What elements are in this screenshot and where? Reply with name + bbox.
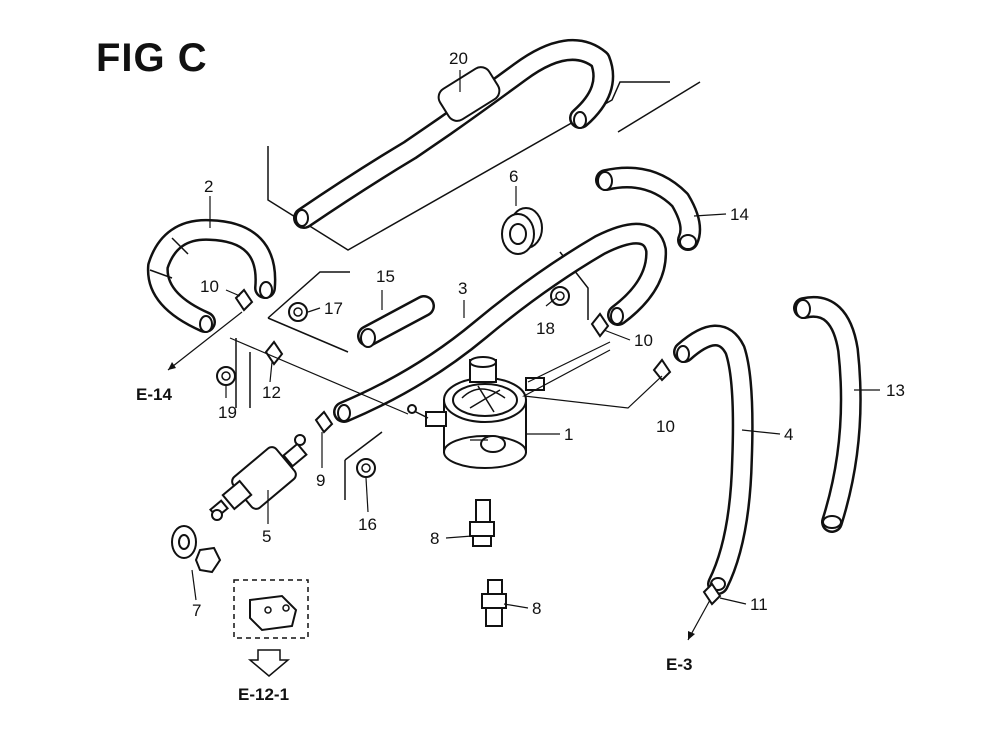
part-3-hose[interactable] — [333, 222, 668, 423]
figure-title: FIG C — [96, 36, 208, 80]
reference-leader-e3 — [687, 599, 711, 641]
part-2-hose[interactable] — [146, 218, 277, 333]
callout-19: 19 — [218, 403, 237, 422]
part-5-inline-filter[interactable] — [209, 434, 308, 521]
reference-leader-e14 — [167, 311, 243, 371]
callout-13: 13 — [886, 381, 905, 400]
part-16-clip[interactable] — [356, 458, 376, 478]
callout-16: 16 — [358, 515, 377, 534]
part-8-bolt-upper[interactable] — [469, 499, 495, 547]
part-7-nut[interactable] — [171, 525, 222, 574]
callout-14: 14 — [730, 205, 749, 224]
reference-e12-1[interactable]: E-12-1 — [238, 685, 289, 704]
callout-10-a: 10 — [200, 277, 219, 296]
callout-15: 15 — [376, 267, 395, 286]
callout-10-b: 10 — [634, 331, 653, 350]
callout-18: 18 — [536, 319, 555, 338]
callout-3: 3 — [458, 279, 467, 298]
part-4-hose[interactable] — [673, 324, 754, 595]
callout-20: 20 — [449, 49, 468, 68]
part-1-filter-housing[interactable] — [407, 356, 545, 469]
part-20-hose[interactable] — [293, 38, 615, 229]
part-10-clamp-a[interactable] — [234, 288, 254, 312]
bracket-reference-box[interactable] — [233, 579, 309, 639]
part-19-clip[interactable] — [216, 366, 236, 386]
callout-10-c: 10 — [656, 417, 675, 436]
callout-9: 9 — [316, 471, 325, 490]
callout-11: 11 — [750, 595, 768, 614]
reference-e3[interactable]: E-3 — [666, 655, 692, 674]
part-13-hose[interactable] — [793, 295, 862, 533]
part-18-clip[interactable] — [550, 286, 570, 306]
callout-17: 17 — [324, 299, 343, 318]
callout-8-a: 8 — [430, 529, 439, 548]
part-10-clamp-c[interactable] — [652, 358, 672, 382]
part-12-clamp[interactable] — [264, 340, 284, 366]
part-15-tube[interactable] — [357, 295, 435, 348]
callout-2: 2 — [204, 177, 213, 196]
callout-5: 5 — [262, 527, 271, 546]
callout-8-b: 8 — [532, 599, 541, 618]
part-14-hose[interactable] — [595, 166, 702, 251]
part-8-bolt-lower[interactable] — [481, 579, 507, 627]
callout-6: 6 — [509, 167, 518, 186]
leader-lines — [191, 70, 880, 609]
part-10-clamp-b[interactable] — [590, 312, 610, 338]
callout-1: 1 — [564, 425, 573, 444]
callout-7: 7 — [192, 601, 201, 620]
part-9-clamp[interactable] — [314, 410, 334, 434]
part-17-clip[interactable] — [288, 302, 308, 322]
reference-arrow-icon — [247, 649, 291, 677]
part-6-grommet[interactable] — [501, 207, 543, 255]
reference-e14[interactable]: E-14 — [136, 385, 172, 404]
callout-4: 4 — [784, 425, 793, 444]
callout-12: 12 — [262, 383, 281, 402]
